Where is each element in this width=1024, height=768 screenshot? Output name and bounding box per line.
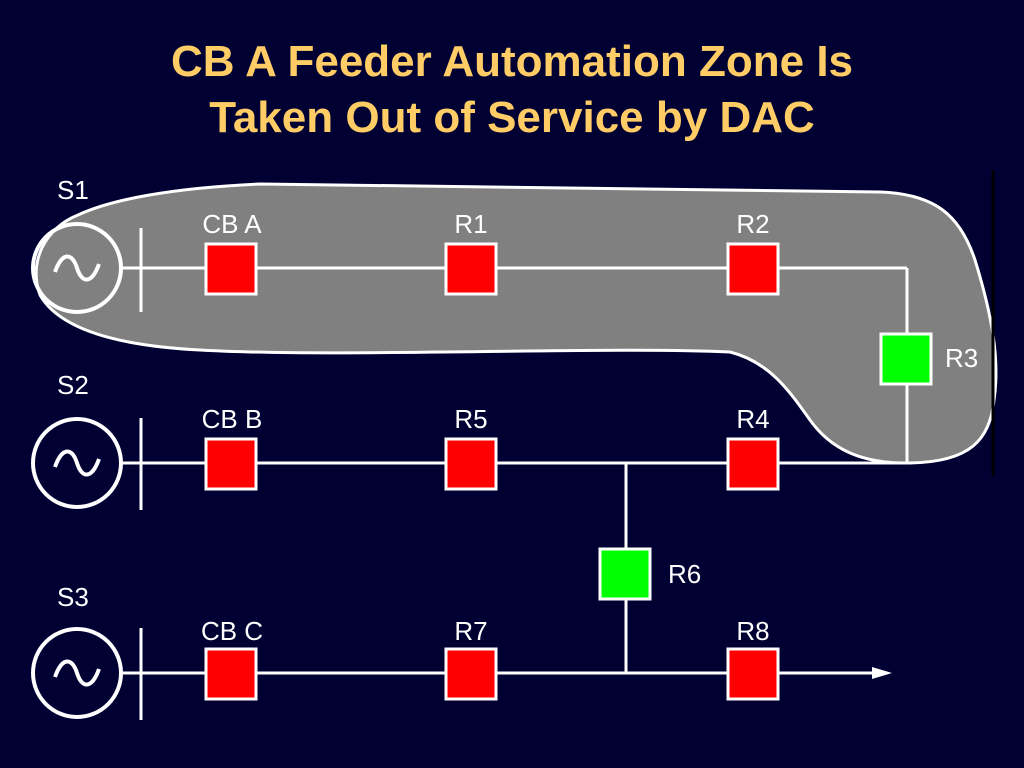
automation-zone-highlight	[34, 182, 998, 465]
recloser-label-r5: R5	[454, 404, 487, 434]
recloser-r7	[444, 647, 498, 701]
recloser-label-r8: R8	[736, 616, 769, 646]
recloser-label-r7: R7	[454, 616, 487, 646]
recloser-r1	[444, 242, 498, 296]
title-line-1: CB A Feeder Automation Zone Is	[170, 37, 854, 86]
recloser-label-r4: R4	[736, 404, 769, 434]
recloser-r3	[879, 332, 933, 386]
source-s3	[31, 627, 123, 719]
breaker-cb-b	[204, 437, 258, 491]
recloser-r8	[726, 647, 780, 701]
feeder-3-arrow-icon	[872, 667, 892, 679]
source-label-s2: S2	[57, 370, 89, 400]
recloser-r6	[598, 547, 652, 601]
ac-wave-icon	[53, 659, 101, 687]
source-s3-circle-icon	[31, 627, 123, 719]
recloser-r4	[726, 437, 780, 491]
ac-wave-icon	[53, 254, 101, 282]
source-s1-circle-icon	[31, 222, 123, 314]
source-s2-circle-icon	[31, 417, 123, 509]
slide-title: CB A Feeder Automation Zone Is Taken Out…	[0, 34, 1024, 146]
title-line-2: Taken Out of Service by DAC	[209, 93, 815, 142]
source-label-s1: S1	[57, 175, 89, 205]
recloser-label-r3: R3	[945, 343, 978, 373]
recloser-r2	[726, 242, 780, 296]
recloser-label-r6: R6	[668, 559, 701, 589]
breaker-label-cb-c: CB C	[201, 616, 263, 646]
recloser-label-r2: R2	[736, 209, 769, 239]
ac-wave-icon	[53, 449, 101, 477]
breaker-label-cb-a: CB A	[202, 209, 262, 239]
breaker-cb-a	[204, 242, 258, 296]
breaker-label-cb-b: CB B	[202, 404, 263, 434]
source-s2	[31, 417, 123, 509]
breaker-cb-c	[204, 647, 258, 701]
recloser-label-r1: R1	[454, 209, 487, 239]
recloser-r5	[444, 437, 498, 491]
source-label-s3: S3	[57, 582, 89, 612]
source-s1	[31, 222, 123, 314]
